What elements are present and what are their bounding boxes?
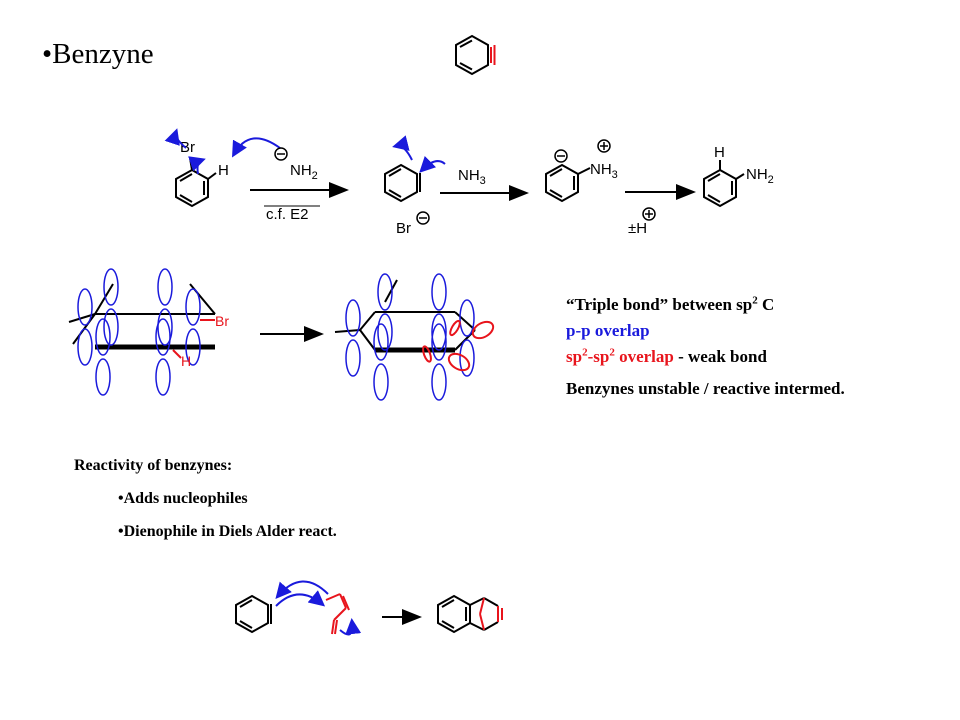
proton-shift-label: ±H: [628, 220, 647, 237]
diels-alder-scheme: [235, 580, 503, 636]
benzyne-orbitals: [334, 273, 495, 401]
aryl-halide-orbitals: [68, 268, 216, 396]
nh3-cation-label: NH3: [590, 161, 618, 181]
benzyne-intermediate: [384, 163, 421, 203]
pp-overlap-note: p-p overlap: [566, 321, 650, 340]
condition-label: c.f. E2: [266, 206, 309, 223]
nh2-product-label: NH2: [746, 166, 774, 186]
orbital-overlap-diagram: Br H: [68, 268, 495, 401]
orbital-h-label: H: [181, 353, 191, 369]
unstable-note: Benzynes unstable / reactive intermed.: [566, 379, 845, 398]
diels-alder-adduct: [437, 594, 503, 634]
br-label: Br: [180, 139, 195, 156]
bromobenzene: [175, 157, 217, 208]
h-product-label: H: [714, 144, 725, 161]
h-label: H: [218, 162, 229, 179]
sp2-overlap-note: sp2-sp2 overlap - weak bond: [566, 346, 767, 366]
zwitterion-intermediate: [545, 163, 591, 203]
benzyne-dienophile: [235, 594, 272, 634]
nh2-label: NH2: [290, 162, 318, 182]
aniline-product: [703, 160, 745, 208]
triple-bond-note: “Triple bond” between sp2 C: [566, 294, 775, 314]
reactivity-bullet-2: •Dienophile in Diels Alder react.: [118, 523, 337, 540]
amination-mechanism-scheme: Br H NH2 c.f. E2 Br NH3 NH3 ±H H NH2: [164, 128, 774, 237]
benzyne-structure-icon: [455, 34, 496, 76]
reactivity-bullet-1: •Adds nucleophiles: [118, 490, 248, 507]
reactivity-heading: Reactivity of benzynes:: [74, 457, 233, 474]
page-title: •Benzyne: [42, 38, 154, 70]
diene: [325, 593, 350, 635]
nh3-label: NH3: [458, 167, 486, 187]
orbital-br-label: Br: [215, 313, 229, 329]
bromide-label: Br: [396, 220, 411, 237]
